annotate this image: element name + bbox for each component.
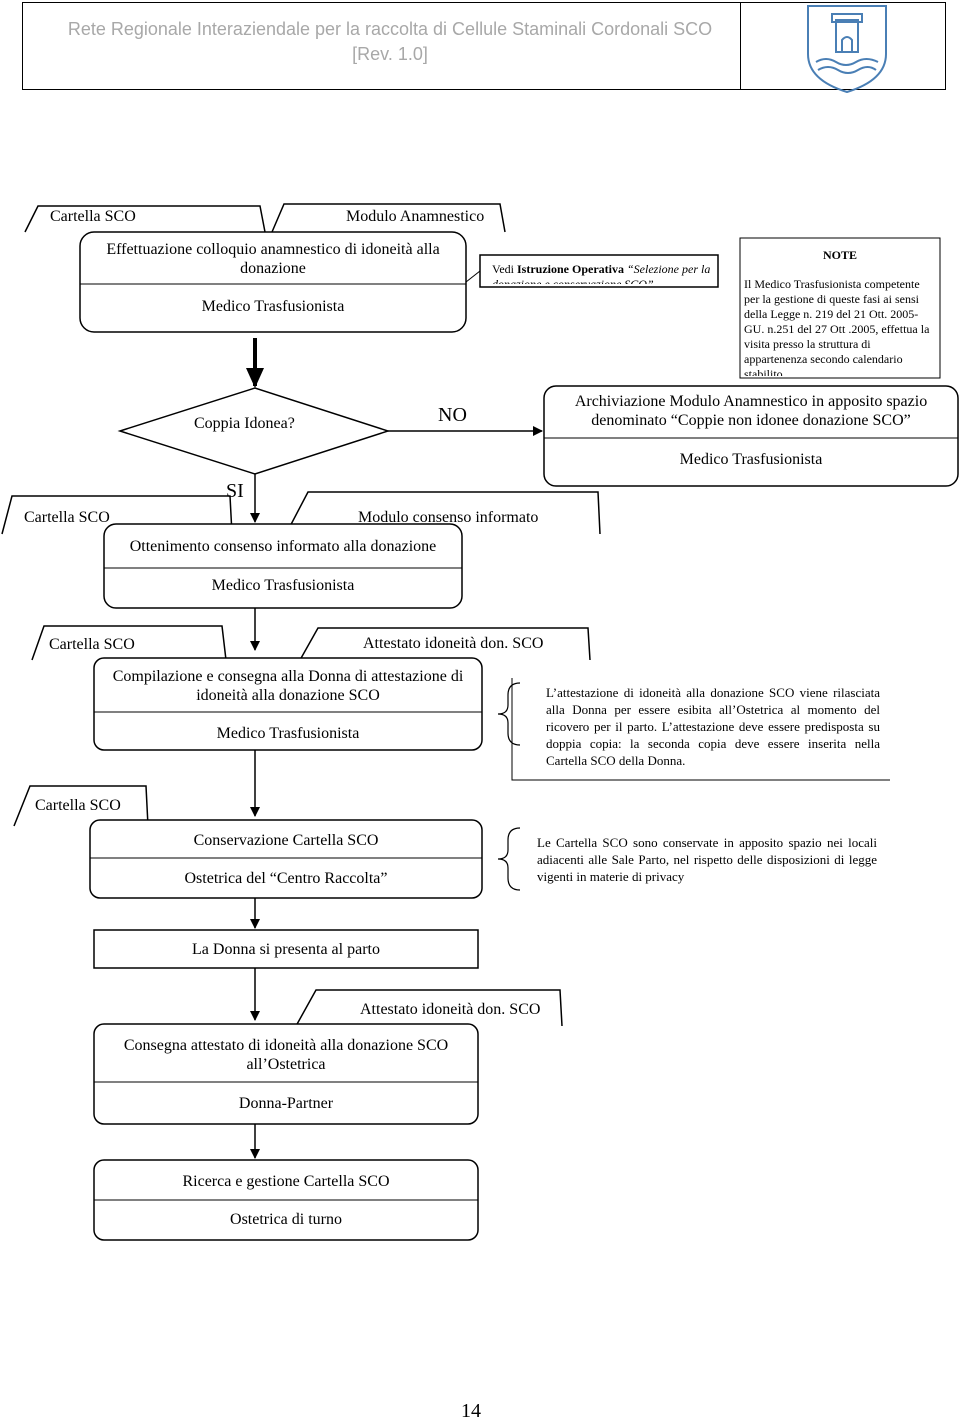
decision-no-label: NO xyxy=(438,404,467,426)
page-header xyxy=(22,2,946,90)
tower-crest-logo xyxy=(807,5,887,94)
step3-record: Cartella SCO xyxy=(49,636,135,653)
step1-record-tab xyxy=(24,205,266,233)
step2-actor: Medico Trasfusionista xyxy=(211,577,355,594)
step1-record: Cartella SCO xyxy=(50,208,136,225)
no-branch-box xyxy=(543,385,959,487)
page-number: 14 xyxy=(461,1400,481,1422)
step3-form: Attestato idoneità don. SCO xyxy=(363,635,544,652)
reference-prefix: Vedi xyxy=(492,262,514,276)
step4-actor: Ostetrica del “Centro Raccolta” xyxy=(184,870,388,887)
step2-record: Cartella SCO xyxy=(24,509,110,526)
header-divider xyxy=(740,2,741,90)
note-text: Il Medico Trasfusionista competente per … xyxy=(744,277,930,376)
decision-yes-label: SI xyxy=(226,480,244,502)
step6-actor: Donna-Partner xyxy=(238,1095,334,1112)
step2-task: Ottenimento consenso informato alla dona… xyxy=(129,538,437,555)
step4-comment: Le Cartella SCO sono conservate in appos… xyxy=(537,835,877,884)
step2-task-box xyxy=(103,523,463,609)
reference-note: Vedi Istruzione Operativa “Selezione per… xyxy=(492,262,714,284)
step3-task-box xyxy=(93,657,483,751)
step3-actor: Medico Trasfusionista xyxy=(216,725,360,742)
step1-task: Effettuazione colloquio anamnestico di i… xyxy=(106,241,440,277)
note-title: NOTE xyxy=(822,248,857,262)
step6-task-box xyxy=(93,1023,479,1125)
step6-task: Consegna attestato di idoneità alla dona… xyxy=(123,1037,449,1073)
step4-task: Conservazione Cartella SCO xyxy=(193,832,379,849)
step1-actor: Medico Trasfusionista xyxy=(201,298,345,315)
step1-form: Modulo Anamnestico xyxy=(346,208,485,225)
reference-italic: “Selezione per la donazione e conservazi… xyxy=(492,262,711,284)
no-branch-actor: Medico Trasfusionista xyxy=(679,451,823,468)
step3-comment: L’attestazione di idoneità alla donazion… xyxy=(546,685,880,768)
step7-task: Ricerca e gestione Cartella SCO xyxy=(182,1173,390,1190)
decision-question: Coppia Idonea? xyxy=(194,415,295,432)
reference-bold: Istruzione Operativa xyxy=(517,262,624,276)
step4-task-box xyxy=(89,819,483,899)
step3-task: Compilazione e consegna alla Donna di at… xyxy=(112,668,464,704)
header-revision: [Rev. 1.0] xyxy=(352,44,428,64)
step2-form: Modulo consenso informato xyxy=(358,509,539,526)
step4-record: Cartella SCO xyxy=(35,797,121,814)
reference-box xyxy=(479,254,719,288)
step6-form: Attestato idoneità don. SCO xyxy=(360,1001,541,1018)
step1-form-tab xyxy=(271,203,506,233)
no-branch-task: Archiviazione Modulo Anamnestico in appo… xyxy=(574,393,928,429)
note-box xyxy=(739,237,941,379)
step7-actor: Ostetrica di turno xyxy=(230,1211,342,1228)
step5-task-box xyxy=(93,929,479,969)
step5-task: La Donna si presenta al parto xyxy=(192,941,380,958)
header-title: Rete Regionale Interaziendale per la rac… xyxy=(67,19,713,39)
